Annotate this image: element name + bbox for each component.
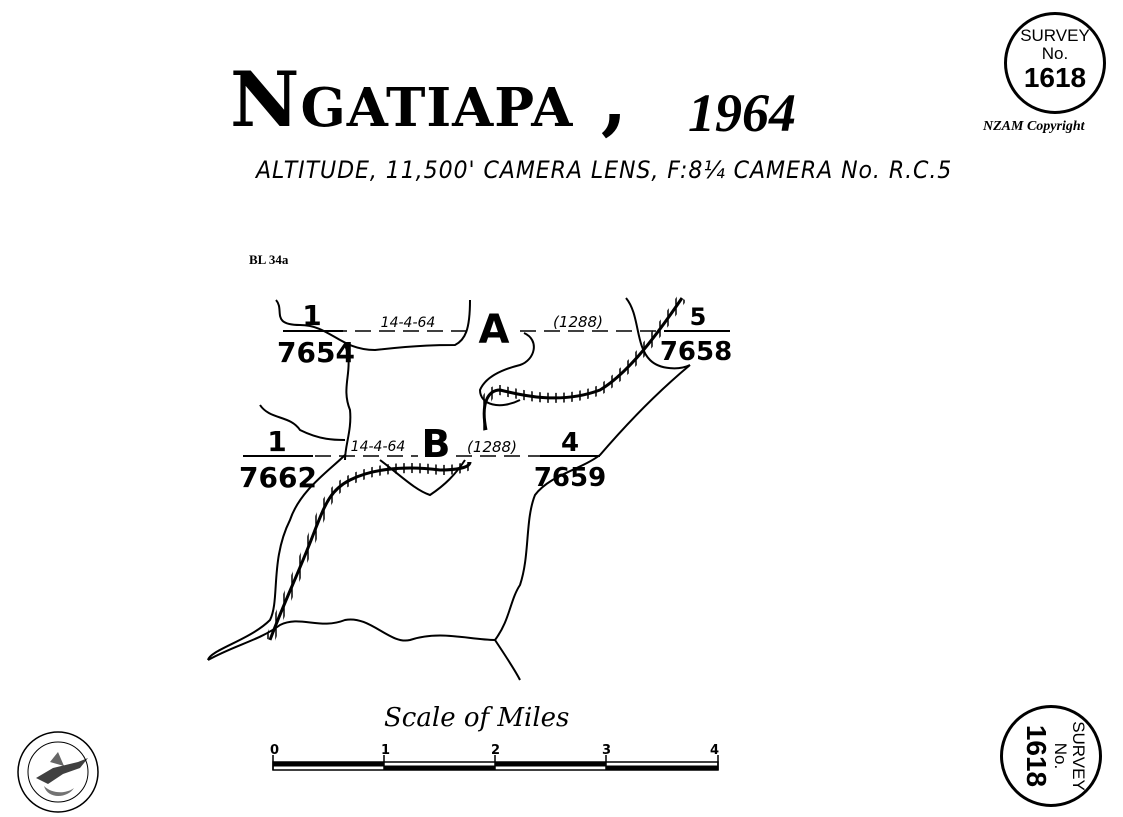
- aerial-mapping-logo: [17, 731, 99, 813]
- sheet-reference: BL 34a: [249, 252, 289, 267]
- survey-stamp-top: SURVEY No. 1618: [1004, 12, 1106, 114]
- run-b-labels: 1 7662 14-4-64 B (1288) 4 7659: [239, 422, 606, 494]
- stream-north: [259, 404, 346, 441]
- eastern-shore: [494, 364, 691, 641]
- scale-tick-3: 3: [602, 743, 612, 758]
- run-b-date: 14-4-64: [351, 439, 406, 455]
- run-b-sortie: (1288): [467, 438, 517, 456]
- run-a-start-run: 1: [302, 299, 321, 332]
- scale-segment-0: [273, 762, 384, 766]
- stamp-survey-label: SURVEY: [1020, 26, 1090, 45]
- run-a-date: 14-4-64: [381, 315, 436, 331]
- scale-bar: [272, 755, 719, 771]
- run-a-labels: 1 7654 14-4-64 A (1288) 5 7658: [277, 299, 732, 369]
- run-a-sortie: (1288): [553, 313, 603, 331]
- inner-coast: [478, 332, 535, 407]
- scale-tick-4: 4: [710, 743, 720, 758]
- run-b-end-photo: 7659: [534, 463, 606, 493]
- copyright-note: NZAM Copyright: [983, 119, 1085, 134]
- scale-tick-1: 1: [381, 743, 391, 758]
- stamp-survey-number: 1618: [1023, 61, 1087, 93]
- river-west: [344, 344, 352, 461]
- run-b-start-photo: 7662: [239, 461, 317, 494]
- flight-details: ALTITUDE, 11,500' CAMERA LENS, F:8¼ CAME…: [256, 156, 953, 184]
- scale-tick-0: 0: [270, 743, 280, 758]
- stamp-no-label: No.: [1041, 43, 1069, 63]
- run-a-end-photo: 7658: [660, 337, 732, 367]
- run-b-start-run: 1: [267, 425, 286, 458]
- run-b-letter: B: [422, 422, 451, 466]
- east-ridge: [625, 297, 691, 370]
- run-a-start-photo: 7654: [277, 336, 355, 369]
- map-year: 1964: [688, 83, 796, 143]
- scale-tick-2: 2: [491, 743, 501, 758]
- run-a-end-run: 5: [690, 303, 707, 331]
- map-title: Ngatiapa ,: [230, 55, 629, 144]
- coastline: [275, 299, 471, 352]
- scale-segment-2: [495, 762, 606, 766]
- run-a-letter: A: [479, 307, 510, 353]
- southern-shore: [207, 618, 521, 681]
- scale-segment-3: [606, 766, 718, 770]
- scale-title: Scale of Miles: [384, 703, 570, 733]
- run-b-end-run: 4: [561, 428, 579, 458]
- scale-segment-1: [384, 766, 495, 770]
- stream-east: [207, 454, 346, 661]
